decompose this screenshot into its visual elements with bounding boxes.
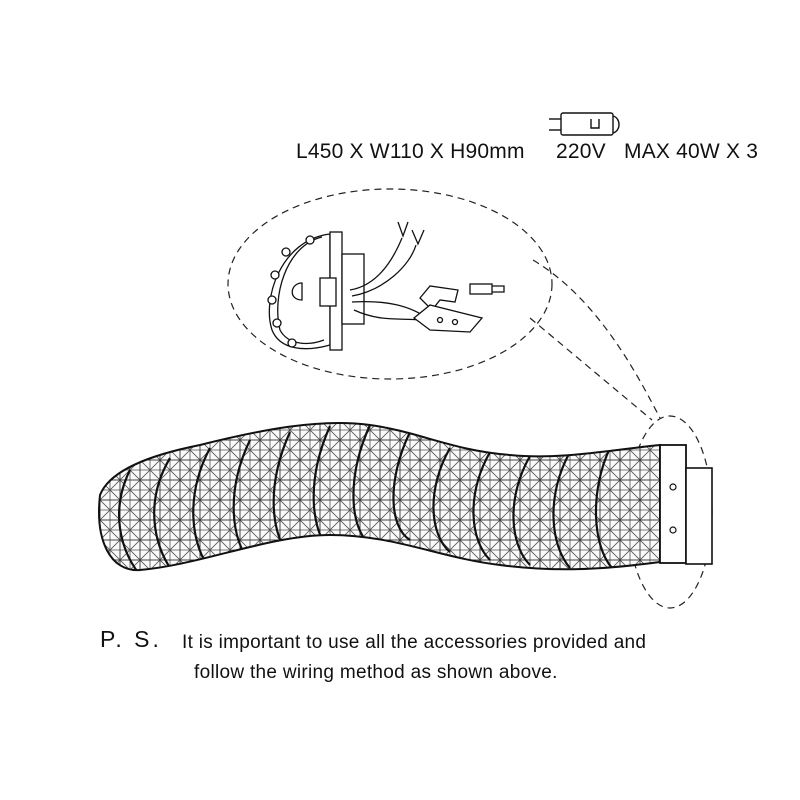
g9-bulb-icon (549, 112, 620, 136)
ps-label: P. S. (100, 626, 162, 652)
detail-callout (227, 188, 713, 609)
voltage-text: 220V (556, 140, 606, 163)
note-line-1: It is important to use all the accessori… (182, 632, 647, 653)
note-line-2: follow the wiring method as shown above. (194, 662, 558, 683)
wattage-text: MAX 40W X 3 (624, 140, 759, 163)
lamp-body (98, 421, 713, 572)
dimensions-text: L450 X W110 X H90mm (296, 140, 525, 163)
mount-detail (267, 221, 505, 351)
